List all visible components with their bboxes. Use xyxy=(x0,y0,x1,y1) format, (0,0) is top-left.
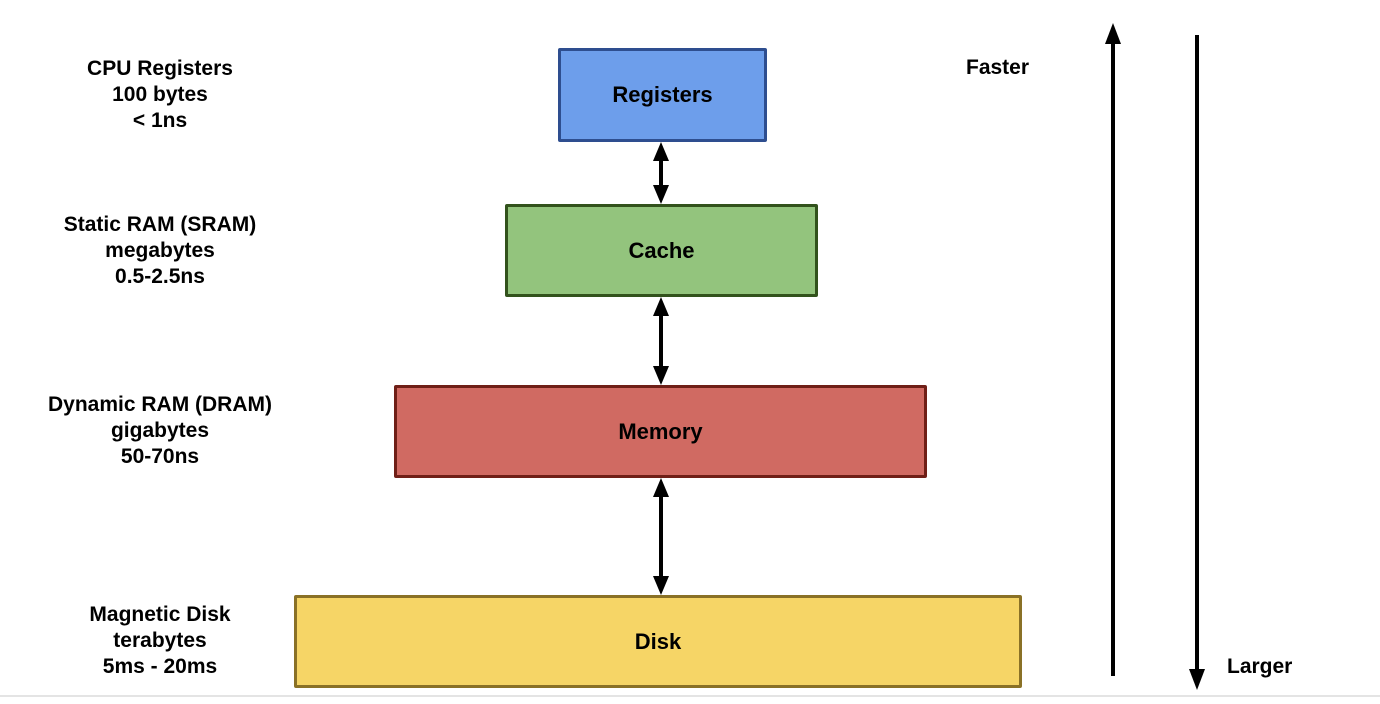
side-label-line: Magnetic Disk xyxy=(89,603,231,626)
faster-label: Faster xyxy=(966,56,1030,79)
side-label-line: Dynamic RAM (DRAM) xyxy=(47,393,272,416)
bottom-divider-line xyxy=(0,695,1380,697)
side-label-disk: Magnetic Disk terabytes 5ms - 20ms xyxy=(18,602,302,680)
double-arrow-registers-cache-icon xyxy=(648,142,674,209)
memory-box-label: Memory xyxy=(618,418,703,444)
side-label-line: 5ms - 20ms xyxy=(102,655,218,678)
double-arrow-cache-memory-icon xyxy=(648,297,674,390)
side-label-cache: Static RAM (SRAM) megabytes 0.5-2.5ns xyxy=(18,212,302,290)
memory-box: Memory xyxy=(394,385,927,478)
side-label-memory: Dynamic RAM (DRAM) gigabytes 50-70ns xyxy=(18,392,302,470)
disk-box-label: Disk xyxy=(634,628,682,654)
side-label-line: terabytes xyxy=(113,629,207,652)
side-label-line: gigabytes xyxy=(110,419,210,442)
side-label-line: megabytes xyxy=(105,239,215,262)
disk-box: Disk xyxy=(294,595,1022,688)
cache-box-label: Cache xyxy=(628,237,695,263)
registers-box-label: Registers xyxy=(612,82,713,107)
registers-box: Registers xyxy=(558,48,767,142)
side-label-line: Static RAM (SRAM) xyxy=(63,213,257,236)
double-arrow-memory-disk-icon xyxy=(648,478,674,600)
side-label-line: 100 bytes xyxy=(112,83,208,106)
side-label-line: 0.5-2.5ns xyxy=(115,265,205,288)
side-label-line: < 1ns xyxy=(132,109,188,132)
cache-box: Cache xyxy=(505,204,818,297)
side-label-registers: CPU Registers 100 bytes < 1ns xyxy=(18,56,302,134)
side-label-line: 50-70ns xyxy=(120,445,200,468)
side-label-line: CPU Registers xyxy=(87,57,233,80)
larger-down-arrow-icon xyxy=(1185,35,1209,695)
larger-label: Larger xyxy=(1227,655,1293,678)
faster-up-arrow-icon xyxy=(1101,23,1125,681)
